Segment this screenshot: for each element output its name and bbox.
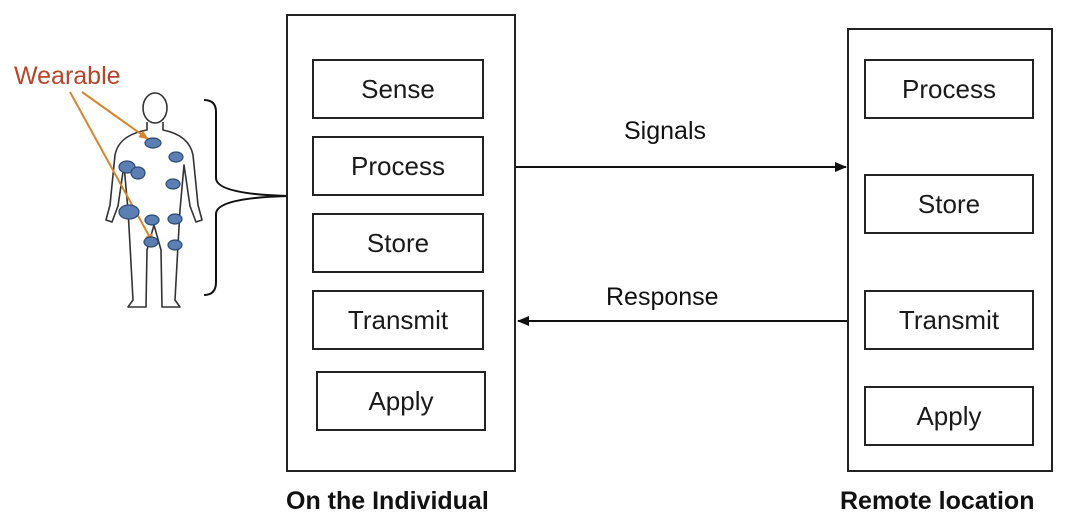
individual-transmit-box: Transmit — [312, 290, 484, 350]
remote-process-box: Process — [864, 59, 1034, 119]
sensor-dots — [118, 137, 184, 251]
sensor-dot — [168, 151, 184, 163]
individual-store-box: Store — [312, 213, 484, 273]
sensor-dot — [130, 166, 146, 180]
individual-apply-box: Apply — [316, 371, 486, 431]
remote-transmit-box: Transmit — [864, 290, 1034, 350]
individual-process-box: Process — [312, 136, 484, 196]
sensor-dot — [144, 137, 162, 149]
sensor-dot — [165, 178, 181, 190]
sensor-dot — [143, 236, 159, 248]
pointer-arrow-upper — [81, 91, 149, 140]
sensor-dot — [118, 204, 140, 220]
remote-caption: Remote location — [840, 487, 1035, 515]
human-figure-icon — [105, 92, 203, 308]
wearable-label: Wearable — [14, 62, 121, 90]
sensor-dot — [144, 214, 160, 226]
pointer-arrow-lower — [69, 91, 154, 244]
remote-apply-box: Apply — [864, 386, 1034, 446]
curly-brace — [203, 99, 289, 296]
response-label: Response — [606, 283, 719, 311]
signals-label: Signals — [624, 117, 706, 145]
sensor-dot — [167, 239, 183, 251]
sensor-dot — [167, 213, 183, 225]
wearable-pointer-arrows — [69, 91, 154, 244]
individual-caption: On the Individual — [286, 487, 489, 515]
individual-sense-box: Sense — [312, 59, 484, 119]
remote-store-box: Store — [864, 174, 1034, 234]
